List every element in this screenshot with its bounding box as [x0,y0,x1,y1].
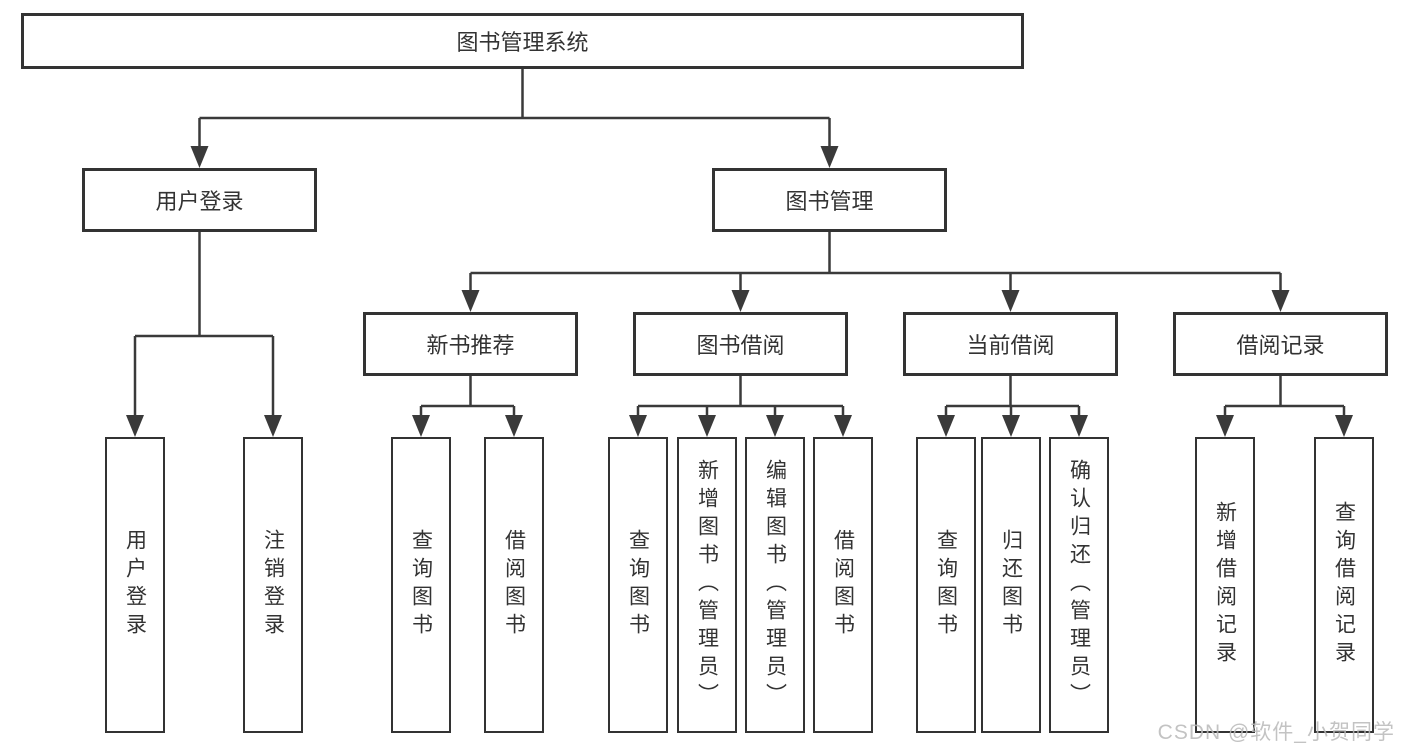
leaf-query-books-current: 查询图书 [916,437,976,733]
node-new-book-recommend: 新书推荐 [363,312,578,376]
leaf-logout-label: 注销登录 [261,529,285,641]
node-book-management-label: 图书管理 [785,189,874,214]
leaf-edit-books-admin: 编辑图书（管理员） [745,437,805,733]
leaf-borrow-books: 借阅图书 [813,437,873,733]
node-library-system-label: 图书管理系统 [456,30,589,55]
node-user-login-label: 用户登录 [155,189,244,214]
leaf-confirm-return-admin-label: 确认归还（管理员） [1067,459,1091,711]
node-borrowing-records: 借阅记录 [1173,312,1388,376]
node-borrowing-records-label: 借阅记录 [1236,333,1325,358]
leaf-borrow-books-recommend: 借阅图书 [484,437,544,733]
leaf-logout: 注销登录 [243,437,303,733]
leaf-return-books: 归还图书 [981,437,1041,733]
connector-book-mgmt-to-level3 [461,232,1290,312]
leaf-add-books-admin-label: 新增图书（管理员） [695,459,719,711]
leaf-user-login-label: 用户登录 [123,529,147,641]
node-library-system: 图书管理系统 [21,13,1024,69]
leaf-query-borrow-record: 查询借阅记录 [1314,437,1374,733]
node-book-borrowing: 图书借阅 [633,312,848,376]
leaf-add-books-admin: 新增图书（管理员） [677,437,737,733]
node-book-borrowing-label: 图书借阅 [696,333,785,358]
csdn-watermark: CSDN @软件_小贺同学 [1157,721,1395,744]
leaf-add-borrow-record-label: 新增借阅记录 [1213,501,1237,669]
leaf-query-borrow-record-label: 查询借阅记录 [1332,501,1356,669]
leaf-query-books-recommend-label: 查询图书 [409,529,433,641]
leaf-query-books-recommend: 查询图书 [391,437,451,733]
leaf-add-borrow-record: 新增借阅记录 [1195,437,1255,733]
leaf-confirm-return-admin: 确认归还（管理员） [1049,437,1109,733]
node-current-borrowing-label: 当前借阅 [966,333,1055,358]
leaf-query-books-borrow-label: 查询图书 [626,529,650,641]
leaf-return-books-label: 归还图书 [999,529,1023,641]
connector-root-to-level2 [190,69,839,168]
node-new-book-recommend-label: 新书推荐 [426,333,515,358]
node-book-management: 图书管理 [712,168,947,232]
leaf-borrow-books-recommend-label: 借阅图书 [502,529,526,641]
leaf-query-books-borrow: 查询图书 [608,437,668,733]
connector-groups-to-leaves [412,376,1353,437]
connector-user-login-to-leaves [126,232,282,437]
node-user-login: 用户登录 [82,168,317,232]
leaf-borrow-books-label: 借阅图书 [831,529,855,641]
node-current-borrowing: 当前借阅 [903,312,1118,376]
leaf-query-books-current-label: 查询图书 [934,529,958,641]
leaf-edit-books-admin-label: 编辑图书（管理员） [763,459,787,711]
leaf-user-login: 用户登录 [105,437,165,733]
